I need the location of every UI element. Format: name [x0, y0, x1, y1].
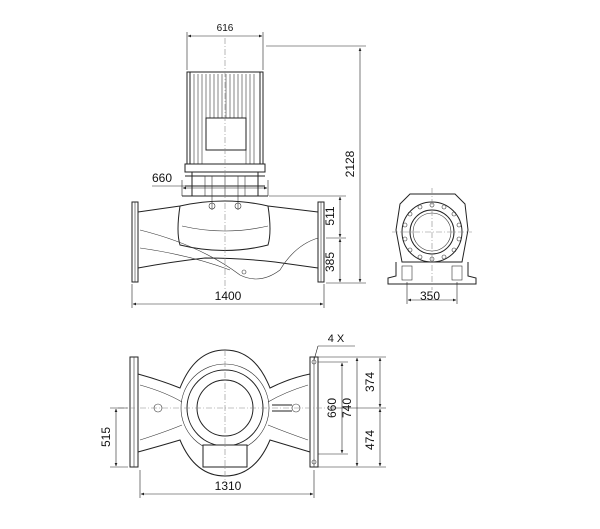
dim-474-label: 474 [363, 430, 377, 450]
front-view [387, 188, 477, 290]
dim-2128-label: 2128 [343, 150, 357, 177]
dim-4x-label: 4 X [328, 333, 345, 345]
dim-foot-width: 350 [406, 282, 458, 304]
dim-616-label: 616 [217, 23, 234, 34]
dim-350-label: 350 [420, 289, 440, 303]
dim-upper-lower: 511 385 [269, 195, 346, 283]
top-view [118, 349, 330, 482]
pump-casing [137, 196, 319, 280]
dim-offset: 515 [99, 407, 128, 468]
dim-1310-label: 1310 [215, 479, 242, 493]
dim-385-label: 385 [323, 252, 337, 272]
dim-overall-length: 1400 [131, 284, 325, 308]
dim-740-label: 740 [340, 398, 354, 418]
dim-511-label: 511 [323, 206, 337, 225]
dim-660-side-label: 660 [152, 171, 172, 185]
dim-374-label: 374 [363, 372, 377, 392]
dim-base-length: 1310 [139, 470, 315, 498]
dim-660-top-label: 660 [325, 398, 339, 418]
dim-flange-side: 660 [152, 171, 269, 196]
dim-1400-label: 1400 [215, 289, 242, 303]
dim-515-label: 515 [99, 427, 113, 447]
dim-motor-width: 616 [186, 23, 264, 70]
side-view [131, 38, 325, 290]
dim-hole-count: 4 X [313, 333, 355, 361]
dim-right-stack: 660 740 374 474 [318, 356, 386, 468]
dim-total-height: 2128 [266, 45, 366, 284]
